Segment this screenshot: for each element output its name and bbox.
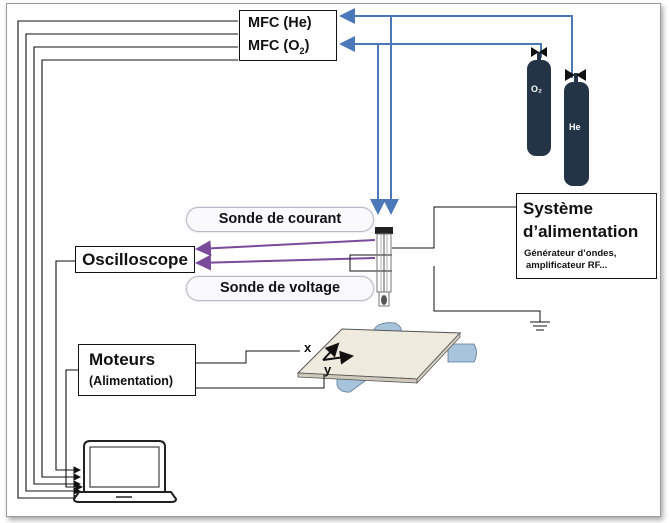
mfc-o2-label: MFC (O2) <box>248 38 310 56</box>
power-system-title-2: d’alimentation <box>523 222 639 241</box>
o2-cylinder-label: O₂ <box>531 84 542 94</box>
oscilloscope-box: Oscilloscope <box>75 246 195 273</box>
motors-title: Moteurs <box>89 350 156 369</box>
mfc-control-wires <box>17 20 238 502</box>
plasma-jet <box>375 227 393 307</box>
he-cylinder <box>564 69 589 186</box>
laptop-icon <box>72 440 178 503</box>
motorized-stage <box>296 322 477 393</box>
mfc-he-label: MFC (He) <box>248 15 312 31</box>
power-system-title-1: Système <box>523 199 593 218</box>
stage-axes <box>322 342 354 365</box>
power-system-detail-2: amplificateur RF... <box>526 260 608 271</box>
axis-x-label: x <box>304 340 312 355</box>
motor-wires <box>196 350 325 389</box>
current-probe-label: Sonde de courant <box>186 207 374 232</box>
probe-lines <box>195 239 376 271</box>
power-system-detail-1: Générateur d’ondes, <box>524 248 617 259</box>
power-system-box: Système d’alimentation Générateur d’onde… <box>516 193 657 279</box>
motors-subtitle: (Alimentation) <box>89 374 174 388</box>
axis-y-label: y <box>324 362 332 377</box>
power-wires <box>349 206 550 331</box>
motors-box: Moteurs (Alimentation) <box>78 344 196 396</box>
voltage-probe-label: Sonde de voltage <box>186 276 374 301</box>
mfc-box: MFC (He) MFC (O2) <box>239 10 337 61</box>
he-cylinder-label: He <box>569 122 581 132</box>
o2-cylinder <box>527 47 551 156</box>
